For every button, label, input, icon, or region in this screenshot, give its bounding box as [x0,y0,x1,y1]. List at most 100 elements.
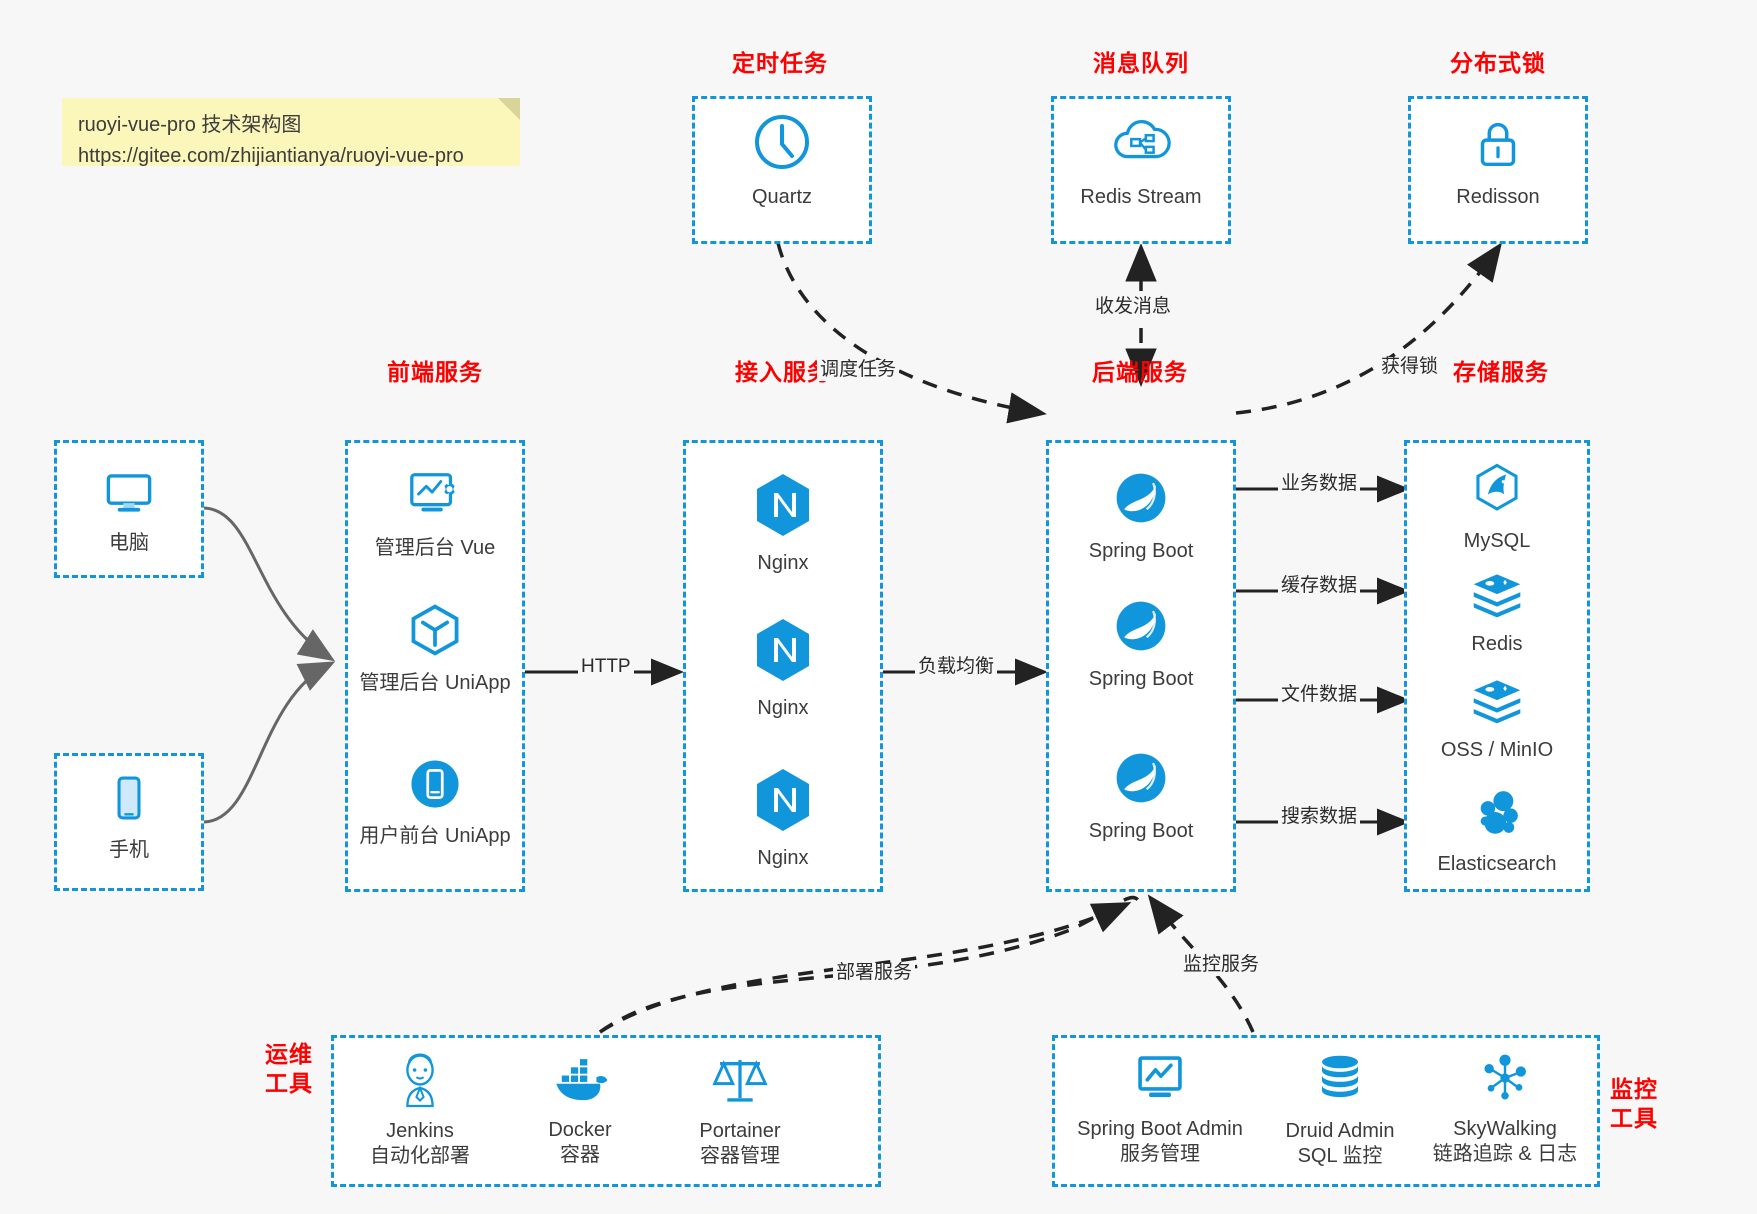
node-label: Spring Boot [1088,668,1194,690]
edge-label-load-balance: 负载均衡 [915,656,998,678]
oss-minio-icon [1468,675,1526,732]
node-label: Nginx [757,847,809,869]
mobile-icon [100,769,158,832]
note-line-url: https://gitee.com/zhijiantianya/ruoyi-vu… [78,145,464,167]
node-label: Docker [548,1119,612,1141]
edge-label-acquire-lock: 获得锁 [1378,356,1442,378]
group-title-backend: 后端服务 [1092,359,1188,385]
group-box-frontend [345,440,525,892]
node-label: Redis [1471,633,1523,655]
node-spring-boot-1[interactable]: Spring Boot [1046,468,1236,564]
desktop-icon [99,460,159,525]
node-nginx-2[interactable]: Nginx [683,615,883,721]
node-nginx-1[interactable]: Nginx [683,470,883,576]
elasticsearch-icon [1468,783,1526,846]
clock-icon [750,110,814,179]
mysql-icon [1468,460,1526,523]
node-label: 管理后台 UniApp [359,672,511,694]
node-user-uniapp[interactable]: 用户前台 UniApp [345,755,525,849]
node-label: Druid Admin [1285,1120,1395,1142]
node-label: Spring Boot [1088,820,1194,842]
node-label: OSS / MinIO [1440,739,1554,761]
node-label: Quartz [751,186,813,208]
edge-label-schedule-task: 调度任务 [817,359,900,381]
node-docker[interactable]: Docker 容器 [500,1055,660,1168]
nginx-icon [751,615,815,690]
group-title-mq: 消息队列 [1093,50,1189,76]
node-mobile[interactable]: 手机 [54,769,204,863]
node-label: Nginx [757,697,809,719]
node-label: 手机 [109,839,149,861]
note-fold-icon [498,98,520,120]
node-sublabel: 自动化部署 [370,1145,470,1167]
cloud-stream-icon [1110,112,1172,179]
database-icon [1313,1052,1367,1113]
cube-icon [405,600,465,665]
skywalking-icon [1477,1050,1533,1111]
edge-label-monitor-service: 监控服务 [1180,954,1263,976]
edge-label-mq-messages: 收发消息 [1092,296,1175,318]
node-sublabel: SQL 监控 [1297,1145,1383,1167]
node-sublabel: 服务管理 [1120,1143,1200,1165]
node-label: Portainer [699,1120,781,1142]
node-label: Spring Boot [1088,540,1194,562]
edge-label-file-data: 文件数据 [1278,684,1361,706]
group-box-client-mobile [54,753,204,891]
node-nginx-3[interactable]: Nginx [683,765,883,871]
node-spring-boot-2[interactable]: Spring Boot [1046,596,1236,692]
edge-label-business-data: 业务数据 [1278,473,1361,495]
note-line-title: ruoyi-vue-pro 技术架构图 [78,114,302,136]
group-box-scheduler [692,96,872,244]
spring-boot-icon [1111,468,1171,533]
group-title-devops: 运维 工具 [252,1040,326,1098]
group-box-lock [1408,96,1588,244]
spring-boot-icon [1111,748,1171,813]
node-portainer[interactable]: Portainer 容器管理 [660,1052,820,1169]
spring-boot-icon [1111,596,1171,661]
node-label: Spring Boot Admin [1077,1118,1243,1140]
node-sublabel: 容器管理 [700,1145,780,1167]
lock-icon [1467,112,1529,179]
node-desktop[interactable]: 电脑 [54,460,204,556]
node-label: 用户前台 UniApp [359,825,511,847]
node-label: Elasticsearch [1437,853,1557,875]
node-oss-minio[interactable]: OSS / MinIO [1404,675,1590,763]
node-redisson[interactable]: Redisson [1408,112,1588,210]
group-title-frontend: 前端服务 [387,359,483,385]
node-label: 电脑 [109,532,149,554]
edge-label-cache-data: 缓存数据 [1278,575,1361,597]
group-title-scheduler: 定时任务 [732,50,828,76]
group-title-gateway: 接入服务 [735,359,831,385]
node-quartz[interactable]: Quartz [692,110,872,210]
jenkins-icon [393,1050,447,1113]
node-spring-boot-3[interactable]: Spring Boot [1046,748,1236,844]
edge-label-http: HTTP [578,656,634,678]
scales-icon [711,1052,769,1113]
node-label: Redis Stream [1080,186,1202,208]
edge-label-search-data: 搜索数据 [1278,806,1361,828]
node-sublabel: 链路追踪 & 日志 [1432,1143,1578,1165]
node-elasticsearch[interactable]: Elasticsearch [1404,783,1590,877]
dashboard-gear-icon [404,467,466,530]
node-label: Jenkins [386,1120,454,1142]
node-label: SkyWalking [1453,1118,1557,1140]
group-title-lock: 分布式锁 [1450,50,1546,76]
node-label: MySQL [1463,530,1531,552]
node-admin-uniapp[interactable]: 管理后台 UniApp [345,600,525,696]
node-redis[interactable]: Redis [1404,569,1590,657]
node-druid-admin[interactable]: Druid Admin SQL 监控 [1260,1052,1420,1169]
node-mysql[interactable]: MySQL [1404,460,1590,554]
node-jenkins[interactable]: Jenkins 自动化部署 [340,1050,500,1169]
docker-icon [549,1055,611,1112]
nginx-icon [751,765,815,840]
node-admin-vue[interactable]: 管理后台 Vue [345,467,525,561]
node-label: 管理后台 Vue [374,537,496,559]
edge-label-deploy-service: 部署服务 [833,962,916,984]
group-title-storage: 存储服务 [1453,359,1549,385]
node-label: Redisson [1456,186,1540,208]
node-label: Nginx [757,552,809,574]
node-spring-boot-admin[interactable]: Spring Boot Admin 服务管理 [1060,1050,1260,1167]
node-redis-stream[interactable]: Redis Stream [1051,112,1231,210]
node-skywalking[interactable]: SkyWalking 链路追踪 & 日志 [1420,1050,1590,1167]
